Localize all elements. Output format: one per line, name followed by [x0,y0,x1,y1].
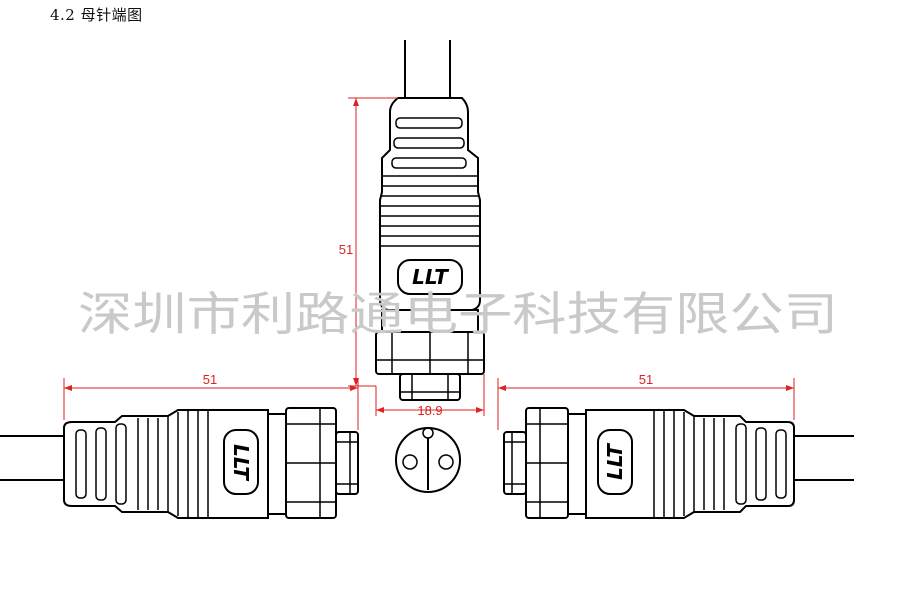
top-length-label: 51 [339,242,353,257]
left-connector-logo: LLT [229,444,253,481]
section-title: 4.2 母针端图 [50,6,143,24]
right-connector-logo: LLT [603,443,627,480]
top-connector: LLT [375,40,485,401]
top-length-dimension: 51 [339,97,398,387]
diameter-label: 18.9 [417,403,442,418]
diameter-dimension: 18.9 [375,374,485,418]
right-length-label: 51 [639,372,653,387]
company-watermark: 深圳市利路通电子科技有限公司 [78,287,838,341]
right-length-dimension: 51 [497,372,795,430]
front-face-view [395,427,461,493]
left-length-label: 51 [203,372,217,387]
right-connector [503,407,854,519]
left-length-dimension: 51 [63,372,359,430]
left-connector: LLT [0,407,359,519]
top-connector-logo: LLT [412,265,449,289]
